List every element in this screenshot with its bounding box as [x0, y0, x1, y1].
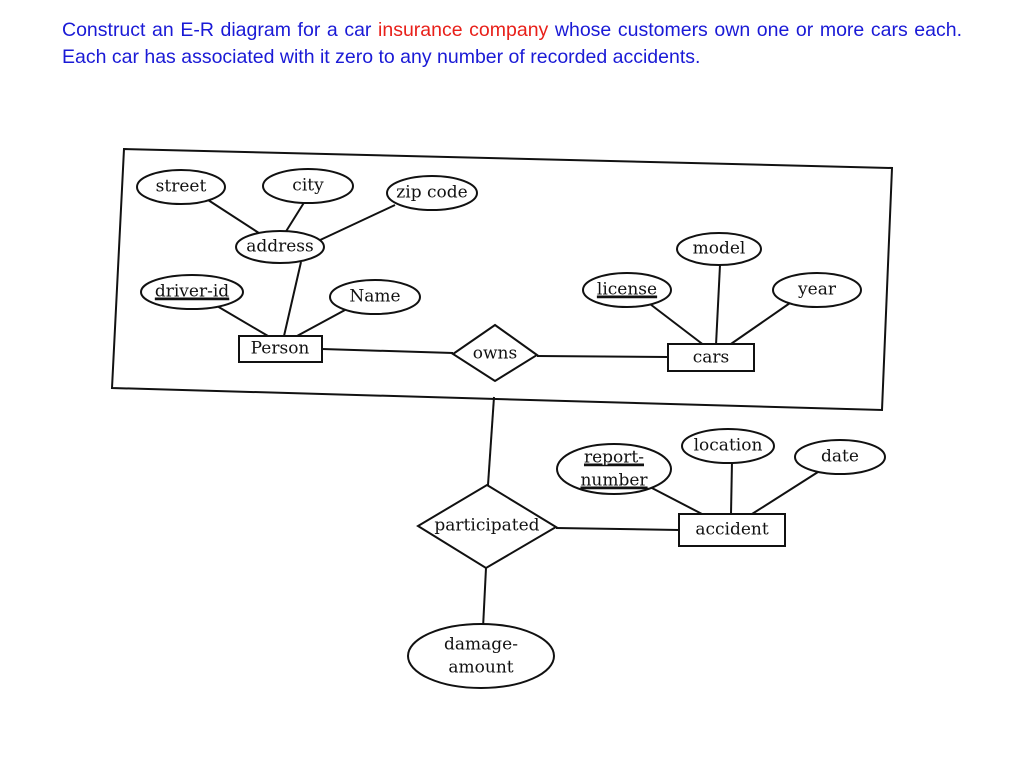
question-text-end: whose customers own one or more cars eac…: [62, 19, 962, 68]
question-text: Construct an E-R diagram for a car insur…: [62, 17, 962, 71]
edge-driverid-person: [216, 305, 269, 337]
relationship-participated-label: participated: [434, 516, 539, 536]
edge-reportnumber-accident: [649, 486, 703, 515]
attribute-license-label: license: [597, 280, 657, 300]
relationship-participated: participated: [416, 483, 558, 570]
edge-zip-address: [317, 204, 396, 242]
attribute-date: date: [794, 439, 886, 475]
attribute-zip-code-label: zip code: [396, 183, 467, 203]
attribute-model-label: model: [693, 239, 746, 259]
edge-date-accident: [751, 471, 819, 515]
attribute-name-label: Name: [349, 287, 400, 307]
aggregation-box: [110, 147, 894, 412]
attribute-damage-amount-label-line1: damage-: [444, 635, 518, 655]
edge-participated-accident: [555, 527, 680, 531]
attribute-license: license: [582, 272, 672, 308]
attribute-year: year: [772, 272, 862, 308]
attribute-address-label: address: [246, 237, 314, 257]
edge-street-address: [204, 197, 263, 236]
attribute-location-label: location: [694, 436, 763, 456]
question-highlight: insurance company: [378, 19, 549, 41]
entity-person: Person: [238, 335, 323, 363]
connector-lines: [204, 197, 819, 629]
attribute-report-number: report- number: [556, 443, 672, 495]
attribute-street-label: street: [156, 177, 207, 197]
entity-accident-label: accident: [695, 520, 769, 540]
attribute-city: city: [262, 168, 354, 204]
entity-cars: cars: [667, 343, 755, 372]
relationship-owns-label: owns: [473, 344, 517, 364]
attribute-report-number-label-line2: number: [580, 471, 648, 491]
attribute-city-label: city: [292, 176, 324, 196]
attribute-location: location: [681, 428, 775, 464]
edge-owns-cars: [536, 355, 669, 358]
attribute-year-label: year: [797, 280, 837, 300]
attribute-damage-amount: damage- amount: [407, 623, 555, 689]
attribute-driver-id-label: driver-id: [155, 282, 229, 302]
attribute-damage-amount-label-line2: amount: [448, 658, 513, 678]
edge-person-owns: [321, 348, 454, 354]
attribute-report-number-label-line1: report-: [584, 448, 644, 468]
edge-location-accident: [730, 460, 733, 515]
edge-aggregation-participated: [487, 396, 495, 486]
entity-person-label: Person: [251, 339, 310, 359]
edge-address-person: [283, 261, 302, 337]
attribute-model: model: [676, 232, 762, 266]
attribute-street: street: [136, 169, 226, 205]
attribute-name: Name: [329, 279, 421, 315]
edge-model-cars: [715, 264, 721, 346]
relationship-owns: owns: [451, 323, 539, 383]
edge-participated-damageamount: [482, 567, 487, 629]
entity-cars-label: cars: [693, 348, 730, 368]
attribute-driver-id: driver-id: [140, 274, 244, 310]
edge-city-address: [284, 200, 306, 234]
question-text-start: Construct an E-R diagram for a car: [62, 19, 379, 41]
attribute-zip-code: zip code: [386, 175, 478, 211]
attribute-address: address: [235, 230, 325, 264]
edge-year-cars: [727, 302, 791, 347]
attribute-date-label: date: [821, 447, 859, 467]
entity-accident: accident: [678, 513, 786, 547]
edge-license-cars: [649, 303, 706, 347]
edge-name-person: [296, 309, 346, 337]
